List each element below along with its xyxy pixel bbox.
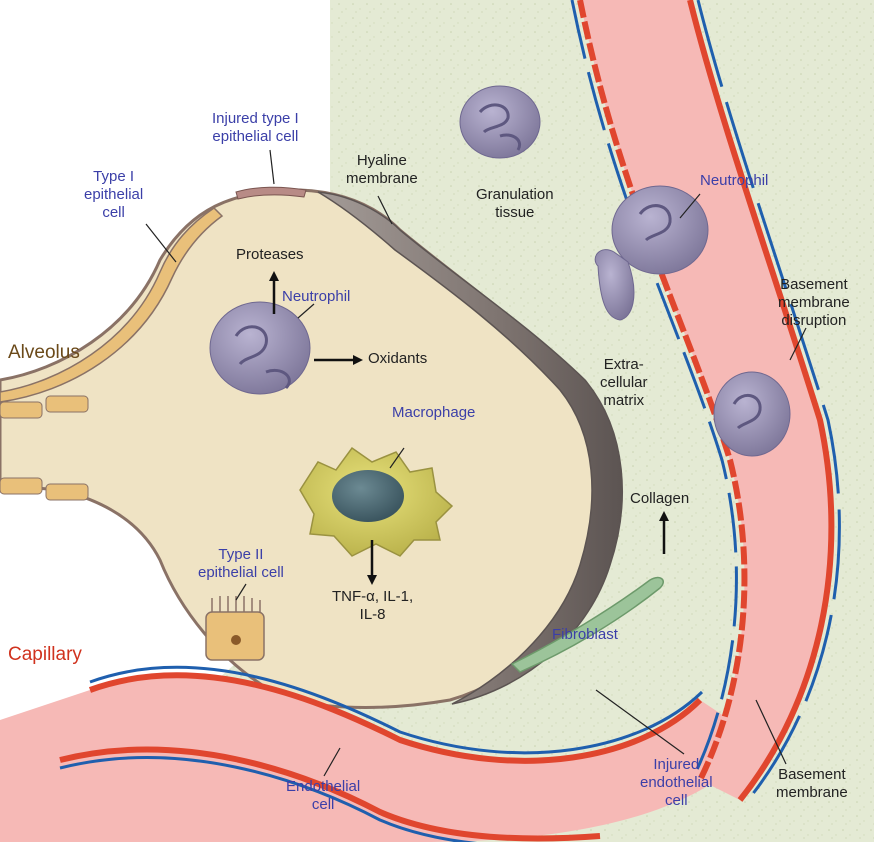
label-extracellular-matrix: Extra- cellular matrix bbox=[600, 356, 648, 410]
label-type2-cell: Type II epithelial cell bbox=[198, 546, 284, 582]
label-alveolus: Alveolus bbox=[8, 342, 80, 364]
type1-cell-block-4 bbox=[46, 484, 88, 500]
label-neutrophil-alveolus: Neutrophil bbox=[282, 288, 350, 306]
neutrophil-vessel-2 bbox=[714, 372, 790, 456]
label-macrophage: Macrophage bbox=[392, 404, 475, 422]
label-fibroblast: Fibroblast bbox=[552, 626, 618, 644]
type1-cell-block-2 bbox=[46, 396, 88, 412]
label-injured-type1: Injured type I epithelial cell bbox=[212, 110, 299, 146]
type1-cell-block-3 bbox=[0, 478, 42, 494]
label-neutrophil-vessel: Neutrophil bbox=[700, 172, 768, 190]
label-basement-membrane: Basement membrane bbox=[776, 766, 848, 802]
label-injured-endothelial: Injured endothelial cell bbox=[640, 756, 713, 810]
neutrophil-alveolus bbox=[210, 302, 310, 394]
label-type1-cell: Type I epithelial cell bbox=[84, 168, 143, 222]
label-hyaline: Hyaline membrane bbox=[346, 152, 418, 188]
label-bm-disruption: Basement membrane disruption bbox=[778, 276, 850, 330]
label-capillary: Capillary bbox=[8, 644, 82, 666]
type1-cell-block-1 bbox=[0, 402, 42, 418]
label-collagen: Collagen bbox=[630, 490, 689, 508]
label-endothelial: Endothelial cell bbox=[286, 778, 360, 814]
label-oxidants: Oxidants bbox=[368, 350, 427, 368]
label-granulation: Granulation tissue bbox=[476, 186, 554, 222]
neutrophil-granulation bbox=[460, 86, 540, 158]
label-proteases: Proteases bbox=[236, 246, 304, 264]
label-cytokines: TNF-α, IL-1, IL-8 bbox=[332, 588, 413, 624]
